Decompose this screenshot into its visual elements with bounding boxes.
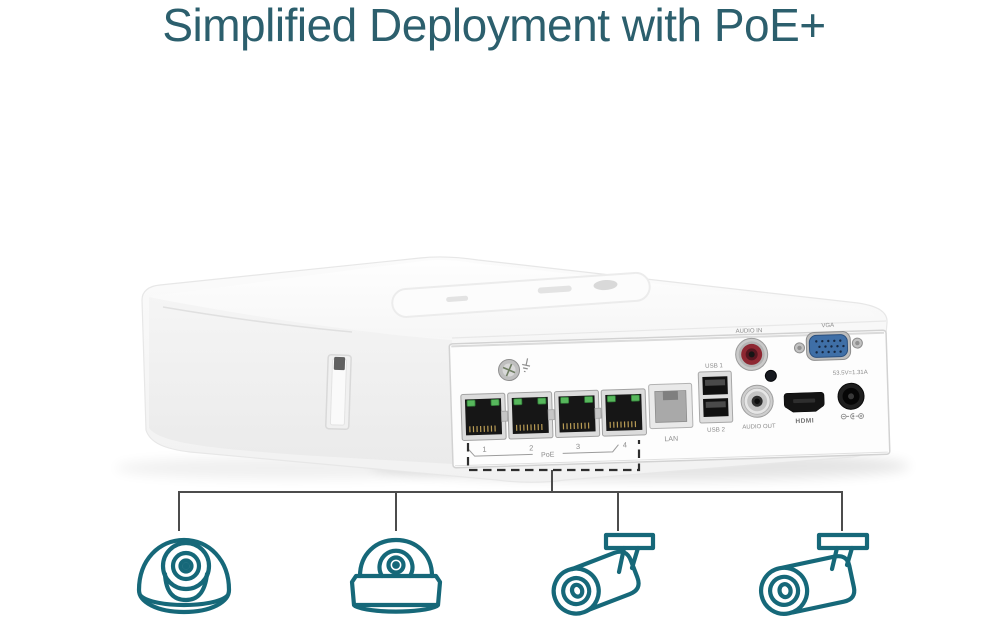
lan-label: LAN	[664, 436, 678, 443]
left-face-seam	[162, 306, 353, 333]
audio-out-jack: AUDIO OUT	[740, 384, 776, 431]
rear-panel: 1 2 3 4 PoE LAN	[448, 323, 891, 469]
polarity-icon	[840, 413, 864, 420]
usb-ports: USB 1 USB 2	[697, 362, 734, 434]
poe-bracket: PoE	[468, 444, 619, 459]
turret-camera-icon	[136, 537, 232, 615]
poe-led	[490, 399, 500, 406]
poe-group-dashed-bracket	[466, 440, 641, 472]
poe-number-3: 3	[576, 442, 580, 451]
poe-led	[513, 398, 523, 406]
usb2-label: USB 2	[707, 426, 726, 434]
poe-number-1: 1	[482, 445, 486, 454]
poe-led	[560, 396, 570, 404]
ground-icon	[522, 358, 531, 373]
poe-led	[584, 396, 594, 404]
nvr-device: 1 2 3 4 PoE LAN	[141, 256, 891, 483]
harness-lines	[178, 491, 843, 531]
top-rear-seam	[451, 320, 887, 339]
vga-label: VGA	[821, 323, 834, 329]
poe-ports	[460, 388, 647, 441]
dome-camera-icon	[349, 537, 443, 614]
poe-label: PoE	[541, 452, 555, 459]
hdmi-port: HDMI	[783, 392, 825, 425]
round-button	[764, 369, 777, 382]
power-jack: 53.5V=1.31A	[833, 370, 868, 420]
poe-number-4: 4	[623, 440, 627, 449]
audio-in-label: AUDIO IN	[736, 328, 763, 335]
audio-in-jack: AUDIO IN	[735, 328, 769, 371]
ground-screw	[498, 359, 521, 382]
poe-port-2	[507, 391, 555, 440]
side-slot	[325, 353, 352, 431]
poe-port-numbers: 1 2 3 4	[482, 440, 627, 454]
poe-port-1	[460, 392, 509, 441]
poe-led	[606, 395, 616, 403]
connector-harness	[178, 470, 843, 531]
top-logo-plate	[391, 271, 651, 318]
device-left-face	[149, 297, 452, 464]
logo-mark	[446, 295, 469, 302]
audio-out-label: AUDIO OUT	[742, 424, 776, 431]
usb1-label: USB 1	[705, 362, 724, 370]
bullet-camera-icon	[758, 532, 870, 616]
poe-led	[630, 394, 640, 402]
page-title: Simplified Deployment with PoE+	[162, 0, 826, 51]
logo-mark	[537, 285, 572, 294]
poe-number-2: 2	[529, 443, 533, 452]
poe-port-4	[600, 388, 647, 437]
power-spec-label: 53.5V=1.31A	[833, 370, 868, 377]
poe-led	[537, 397, 547, 405]
logo-mark	[593, 279, 618, 291]
bullet-camera-icon	[551, 532, 656, 616]
lan-port: LAN	[648, 382, 694, 443]
vga-port: VGA	[793, 323, 863, 361]
poe-port-3	[553, 389, 602, 439]
poe-led	[466, 399, 476, 407]
hdmi-label: HDMI	[795, 417, 814, 425]
